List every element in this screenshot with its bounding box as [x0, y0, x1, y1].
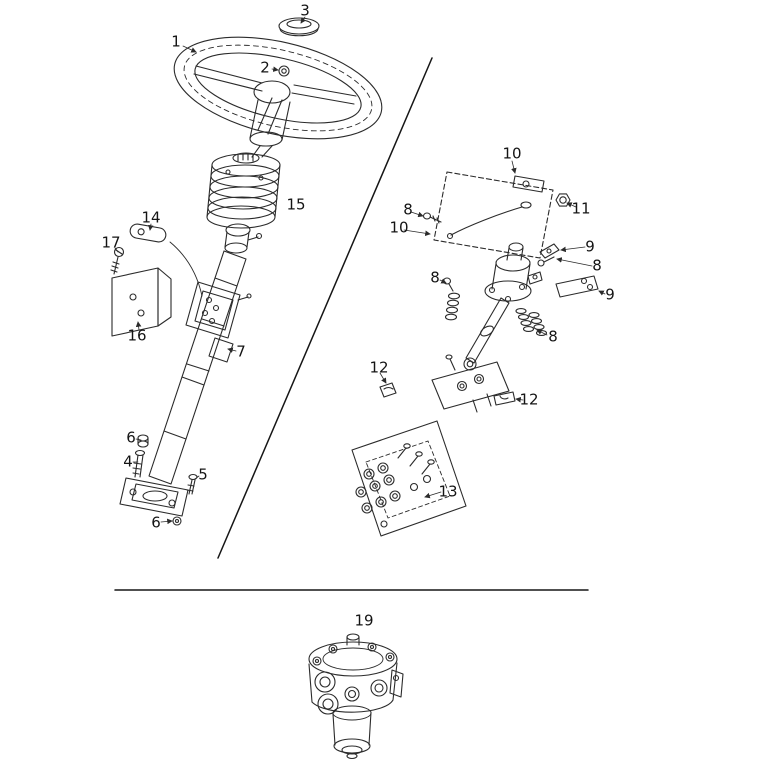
callout-6-lower: 6	[151, 513, 161, 532]
callout-10-top: 10	[502, 144, 522, 163]
callout-1: 1	[171, 32, 181, 51]
callout-12-left: 12	[369, 358, 389, 377]
callout-14: 14	[141, 208, 161, 227]
callout-4: 4	[123, 452, 133, 471]
flex-coupling	[206, 152, 281, 254]
wheel-nut	[278, 65, 290, 77]
callout-19: 19	[354, 611, 374, 630]
callout-7: 7	[236, 342, 246, 361]
horn-cap	[278, 17, 320, 37]
callout-5: 5	[198, 465, 208, 484]
bracket-16	[111, 267, 172, 337]
callout-8-a: 8	[403, 200, 413, 219]
gear-housing-group	[379, 242, 599, 413]
callout-17: 17	[101, 233, 121, 252]
leader-lines	[114, 16, 606, 525]
callout-6-upper: 6	[126, 428, 136, 447]
callout-13: 13	[438, 482, 458, 501]
callout-3: 3	[300, 1, 310, 20]
callout-12-right: 12	[519, 390, 539, 409]
callout-10-left: 10	[389, 218, 409, 237]
callout-15: 15	[286, 195, 306, 214]
callout-16: 16	[127, 326, 147, 345]
callout-9-upper: 9	[585, 237, 595, 256]
screw-17	[110, 246, 125, 275]
callout-8-c: 8	[430, 268, 440, 287]
mount-plate-13	[351, 420, 467, 537]
steering-valve-19	[308, 633, 404, 760]
callout-2: 2	[260, 58, 270, 77]
plate-10-group	[422, 171, 571, 267]
column-assembly	[119, 241, 252, 517]
divider-lines	[114, 57, 589, 591]
callout-8-spring: 8	[548, 327, 558, 346]
callout-8-b: 8	[592, 256, 602, 275]
callout-9-lower: 9	[605, 285, 615, 304]
callout-11: 11	[571, 199, 591, 218]
steering-wheel	[173, 36, 383, 158]
hardware-4-5-6	[132, 434, 198, 526]
